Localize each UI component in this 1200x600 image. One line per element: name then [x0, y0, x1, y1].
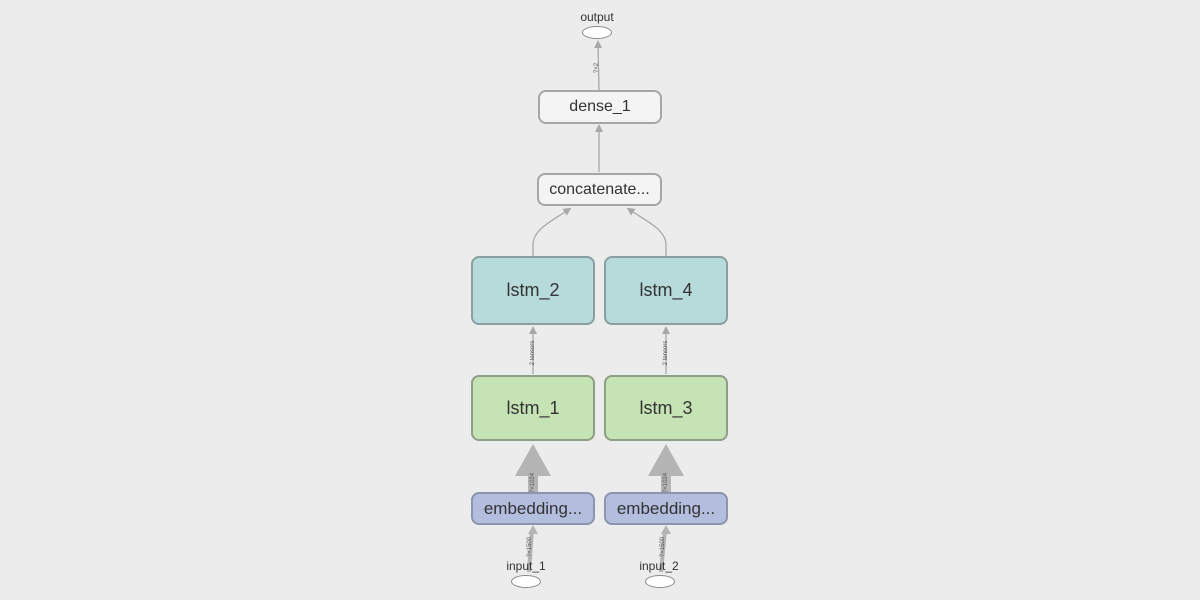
input-1-node[interactable]	[511, 575, 541, 588]
edge-label-emb1-lstm1: ?×1024	[530, 472, 536, 494]
concatenate-label: concatenate...	[549, 180, 650, 198]
embedding-1-node[interactable]: embedding...	[471, 492, 595, 525]
edge-lstm2-to-concatenate	[532, 207, 572, 256]
edge-label-dense-output: ?×2	[594, 62, 600, 74]
edge-input1-to-embedding1	[527, 529, 534, 573]
dense-1-node[interactable]: dense_1	[538, 90, 662, 124]
edge-label-lstm1-lstm2: 2 tensors	[530, 340, 536, 366]
dense-1-label: dense_1	[569, 98, 631, 115]
edge-label-input1-emb1: ?×1500	[527, 536, 533, 558]
edge-embedding1-to-lstm1-head	[515, 444, 551, 476]
lstm-3-label: lstm_3	[639, 397, 693, 418]
concatenate-node[interactable]: concatenate...	[537, 173, 662, 206]
edge-embedding2-to-lstm3-shaft	[661, 474, 671, 492]
lstm-3-node[interactable]: lstm_3	[604, 375, 728, 441]
lstm-2-node[interactable]: lstm_2	[471, 256, 595, 325]
edge-label-input2-emb2: ?×1500	[660, 536, 666, 558]
lstm-1-node[interactable]: lstm_1	[471, 375, 595, 441]
input-2-node[interactable]	[645, 575, 675, 588]
input-1-label: input_1	[506, 559, 546, 573]
lstm-4-label: lstm_4	[639, 280, 693, 300]
edge-dense-to-output	[594, 40, 603, 91]
edge-input2-to-embedding2-head	[661, 525, 671, 534]
edge-lstm4-to-concatenate	[626, 207, 667, 256]
edge-input1-to-embedding1-head	[528, 525, 538, 534]
lstm-2-label: lstm_2	[506, 280, 560, 300]
edge-label-emb2-lstm3: ?×1024	[663, 472, 669, 494]
input-2-label: input_2	[639, 559, 679, 573]
edge-input2-to-embedding2	[659, 529, 667, 573]
embedding-1-label: embedding...	[483, 498, 583, 518]
lstm-4-node[interactable]: lstm_4	[604, 256, 728, 325]
embedding-2-node[interactable]: embedding...	[604, 492, 728, 525]
edge-label-lstm3-lstm4: 2 tensors	[663, 340, 669, 366]
edge-embedding2-to-lstm3-head	[648, 444, 684, 476]
output-label: output	[580, 10, 614, 24]
lstm-1-label: lstm_1	[506, 397, 560, 418]
embedding-2-label: embedding...	[616, 498, 716, 518]
output-node[interactable]	[582, 26, 612, 39]
edge-embedding1-to-lstm1-shaft	[528, 474, 538, 492]
